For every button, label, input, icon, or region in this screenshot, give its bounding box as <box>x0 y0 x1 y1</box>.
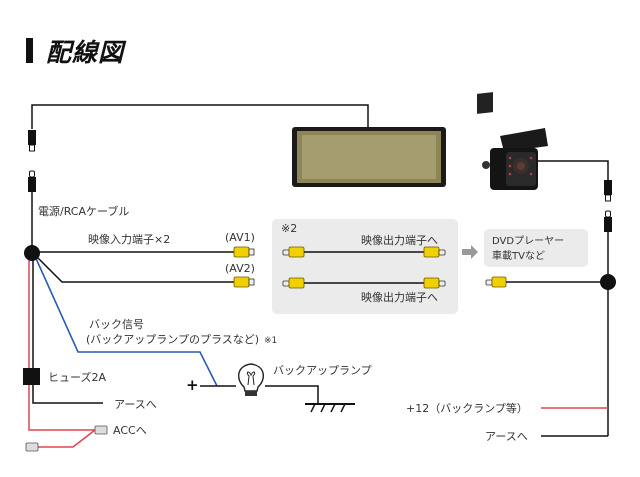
rca-cable-2 <box>282 277 446 289</box>
plus12-label: +12（バックランプ等） <box>406 401 528 415</box>
video-output-label-2: 映像出力端子へ <box>361 290 438 304</box>
title-accent-bar <box>26 38 33 63</box>
rca-cable-panel <box>272 219 458 314</box>
backup-lamp-label: バックアップランプ <box>273 364 372 377</box>
dvd-label-line1: DVDプレーヤー <box>492 235 564 247</box>
av2-label: (AV2) <box>225 262 255 275</box>
monitor-icon <box>292 127 446 187</box>
right-junction-dot <box>600 274 616 290</box>
acc-red-wire <box>28 258 96 448</box>
left-ground-wire <box>32 258 103 404</box>
acc-connector-2 <box>25 442 39 452</box>
page-title: 配線図 <box>46 38 125 67</box>
av2-wire <box>31 251 255 288</box>
back-signal-wire <box>33 253 218 387</box>
arrow-right-icon <box>462 245 478 259</box>
bulb-wire-right <box>265 385 319 404</box>
dvd-player-box <box>484 229 588 267</box>
back-signal-desc: (バックアップランプのプラスなど) <box>86 333 259 346</box>
video-output-label-1: 映像出力端子へ <box>361 233 438 247</box>
camera-cable <box>538 160 612 436</box>
fuse-label: ヒューズ2A <box>48 370 106 384</box>
light-bulb-icon <box>238 363 264 396</box>
camera-rca-wire <box>485 276 608 288</box>
left-junction-dot <box>24 245 40 261</box>
back-signal-label: バック信号 <box>89 318 144 331</box>
ground-symbol-icon <box>305 403 355 413</box>
backup-camera-icon <box>477 92 548 190</box>
left-connector-plug <box>28 130 36 152</box>
power-rca-cable-label: 電源/RCAケーブル <box>38 204 129 218</box>
left-connector-socket <box>28 170 36 192</box>
ground-right-label: アースへ <box>485 430 528 443</box>
note1-mark: ※1 <box>264 336 277 346</box>
ground-left-label: アースへ <box>114 398 157 411</box>
acc-label: ACCへ <box>113 424 147 437</box>
video-input-label: 映像入力端子×2 <box>88 233 170 246</box>
panel-note: ※2 <box>281 222 297 235</box>
av1-label: (AV1) <box>225 231 255 244</box>
monitor-power-wire <box>31 104 369 129</box>
rca-cable-1 <box>282 246 446 258</box>
dvd-label-line2: 車載TVなど <box>492 249 545 262</box>
av1-wire <box>32 246 255 258</box>
fuse-icon <box>23 368 40 385</box>
acc-connector <box>94 425 108 435</box>
plus-sign: + <box>186 376 199 394</box>
